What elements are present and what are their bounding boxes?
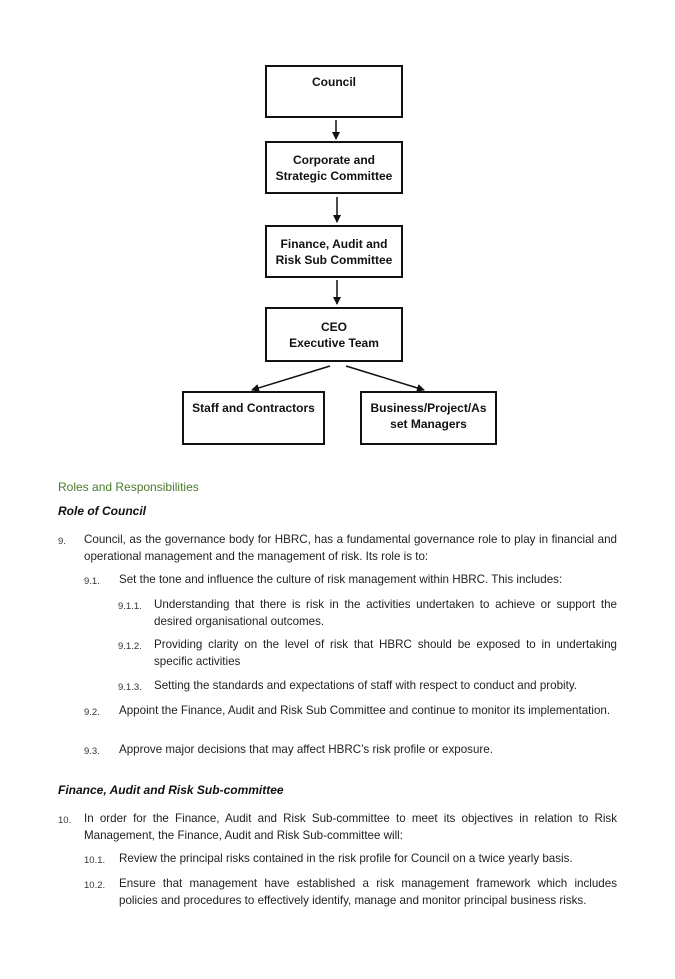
node-business-managers: Business/Project/As set Managers — [360, 391, 497, 445]
section-title: Roles and Responsibilities — [58, 480, 199, 494]
node-finance-label: Finance, Audit and Risk Sub Committee — [275, 236, 393, 267]
item-9-1-2-number: 9.1.2. — [118, 641, 142, 652]
item-9-1-1-number: 9.1.1. — [118, 601, 142, 612]
node-council: Council — [265, 65, 403, 118]
item-9-number: 9. — [58, 536, 66, 547]
item-9-1-3-number: 9.1.3. — [118, 682, 142, 693]
org-chart-connectors — [251, 120, 425, 392]
node-council-label: Council — [312, 75, 356, 89]
node-finance-audit-risk: Finance, Audit and Risk Sub Committee — [265, 225, 403, 278]
item-10-2-text: Ensure that management have established … — [119, 877, 617, 907]
item-10-number: 10. — [58, 815, 72, 826]
node-ceo-executive-team: CEO Executive Team — [265, 307, 403, 362]
org-chart: Council Corporate and Strategic Committe… — [0, 0, 675, 460]
node-staff-contractors: Staff and Contractors — [182, 391, 325, 445]
item-10-1-text: Review the principal risks contained in … — [119, 852, 573, 865]
item-10-1-number: 10.1. — [84, 855, 106, 866]
arrow-ceo-to-business — [345, 365, 425, 392]
arrow-ceo-to-staff — [251, 365, 331, 392]
node-business-label: Business/Project/As set Managers — [370, 401, 487, 431]
finance-sub-committee-heading: Finance, Audit and Risk Sub-committee — [58, 783, 284, 797]
item-9-1-3-text: Setting the standards and expectations o… — [154, 679, 578, 692]
item-9-text: Council, as the governance body for HBRC… — [84, 533, 617, 563]
item-9-3-text: Approve major decisions that may affect … — [119, 743, 493, 756]
item-10-2-number: 10.2. — [84, 880, 106, 891]
item-9-1-2-text: Providing clarity on the level of risk t… — [154, 638, 617, 668]
item-9-2-number: 9.2. — [84, 707, 100, 718]
node-corporate-strategic-committee: Corporate and Strategic Committee — [265, 141, 403, 194]
node-ceo-label: CEO Executive Team — [289, 319, 379, 350]
item-9-1-1-text: Understanding that there is risk in the … — [154, 598, 617, 628]
item-9-1-text: Set the tone and influence the culture o… — [119, 573, 563, 586]
node-corporate-label: Corporate and Strategic Committee — [275, 152, 393, 183]
item-9-3-number: 9.3. — [84, 746, 100, 757]
role-of-council-heading: Role of Council — [58, 504, 146, 518]
node-staff-label: Staff and Contractors — [192, 401, 315, 415]
item-10-text: In order for the Finance, Audit and Risk… — [84, 812, 617, 842]
item-9-2-text: Appoint the Finance, Audit and Risk Sub … — [119, 704, 611, 717]
item-9-1-number: 9.1. — [84, 576, 100, 587]
